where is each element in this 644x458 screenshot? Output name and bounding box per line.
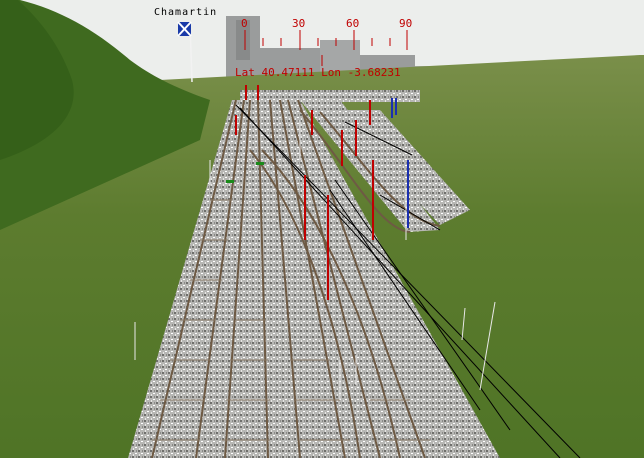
compass-tick-label: 60 — [346, 17, 360, 30]
station-flag-icon — [177, 21, 193, 83]
sleepers — [152, 199, 430, 441]
catenary-poles — [134, 120, 496, 400]
signal-blue — [391, 98, 409, 228]
overhead-wires — [235, 104, 581, 458]
compass-tick-label: 30 — [292, 17, 306, 30]
position-readout: Lat 40.47111 Lon -3.68231 — [235, 66, 401, 79]
track-markers — [226, 162, 264, 183]
compass-tick-label: 0 — [241, 17, 248, 30]
compass-scale — [244, 30, 408, 66]
signal-posts — [235, 85, 374, 300]
station-name-label: Chamartin — [154, 7, 218, 18]
tracks — [151, 99, 441, 458]
compass-tick-label: 90 — [399, 17, 413, 30]
ballast-beds — [128, 90, 500, 458]
